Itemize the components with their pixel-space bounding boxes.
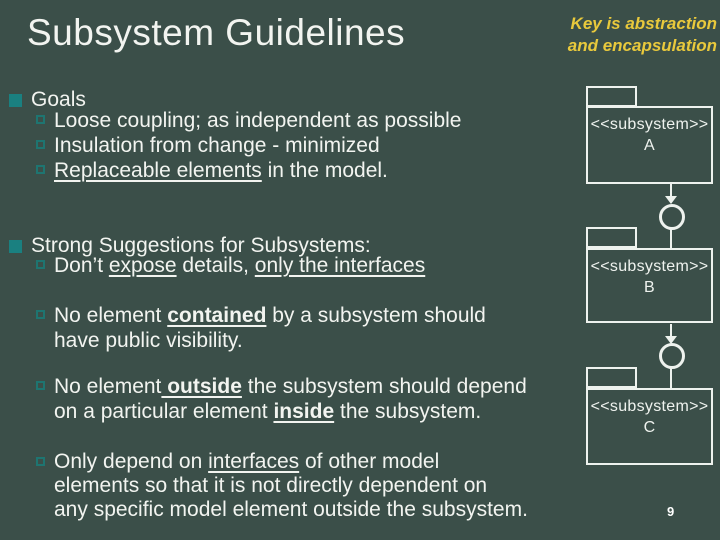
package-c-tab (586, 367, 637, 388)
list-item: Don’t expose details, only the interface… (36, 253, 425, 278)
sub-bullet-square-icon (36, 457, 45, 466)
list-item: Only depend on interfaces of other model… (36, 450, 528, 522)
key-note-line: and encapsulation (567, 36, 717, 55)
package-name: C (643, 419, 656, 436)
list-item-text: Insulation from change - minimized (54, 134, 380, 157)
sub-bullet-square-icon (36, 381, 45, 390)
section-heading-goals: Goals (9, 87, 86, 112)
package-stereotype: <<subsystem>> (590, 258, 709, 275)
bullet-square-icon (9, 240, 22, 253)
sub-bullet-square-icon (36, 140, 45, 149)
package-a-tab (586, 86, 637, 107)
list-item: No element contained by a subsystem shou… (36, 303, 486, 353)
list-item-text: Only depend on interfaces of other model… (54, 450, 528, 521)
page-title: Subsystem Guidelines (27, 12, 406, 53)
package-stereotype: <<subsystem>> (590, 398, 709, 415)
goals-list: Loose coupling; as independent as possib… (36, 108, 461, 183)
page-number: 9 (667, 504, 675, 519)
package-b: <<subsystem>> B (586, 248, 713, 323)
interface-stick-line (670, 368, 672, 388)
section-heading-text: Goals (31, 88, 86, 111)
section-heading-strong-suggestions: Strong Suggestions for Subsystems: (9, 233, 371, 258)
key-note-line: Key is abstraction (570, 14, 717, 33)
list-item: Replaceable elements in the model. (36, 158, 461, 183)
interface-stick-line (670, 229, 672, 248)
sub-bullet-square-icon (36, 310, 45, 319)
sub-bullet-square-icon (36, 115, 45, 124)
list-item-text: No element contained by a subsystem shou… (54, 304, 486, 352)
section-heading-text: Strong Suggestions for Subsystems: (31, 234, 371, 257)
sub-bullet-square-icon (36, 165, 45, 174)
dependency-dashed-line (670, 324, 672, 336)
list-item-text: Loose coupling; as independent as possib… (54, 109, 462, 132)
interface-lollipop-icon (659, 204, 685, 230)
package-name: A (644, 137, 655, 154)
package-c: <<subsystem>> C (586, 388, 713, 465)
package-a: <<subsystem>> A (586, 106, 713, 184)
list-item: No element outside the subsystem should … (36, 374, 527, 424)
sub-bullet-square-icon (36, 260, 45, 269)
dependency-arrowhead-icon (665, 336, 677, 344)
bullet-square-icon (9, 94, 22, 107)
list-item: Insulation from change - minimized (36, 133, 461, 158)
dependency-dashed-line (670, 184, 672, 196)
package-stereotype: <<subsystem>> (590, 116, 709, 133)
dependency-arrowhead-icon (665, 196, 677, 204)
key-note: Key is abstraction and encapsulation (568, 13, 717, 57)
list-item-text: Replaceable elements in the model. (54, 159, 388, 182)
package-name: B (644, 279, 655, 296)
interface-lollipop-icon (659, 343, 685, 369)
list-item-text: Don’t expose details, only the interface… (54, 254, 426, 277)
package-b-tab (586, 227, 637, 248)
list-item: Loose coupling; as independent as possib… (36, 108, 461, 133)
list-item-text: No element outside the subsystem should … (54, 375, 527, 423)
